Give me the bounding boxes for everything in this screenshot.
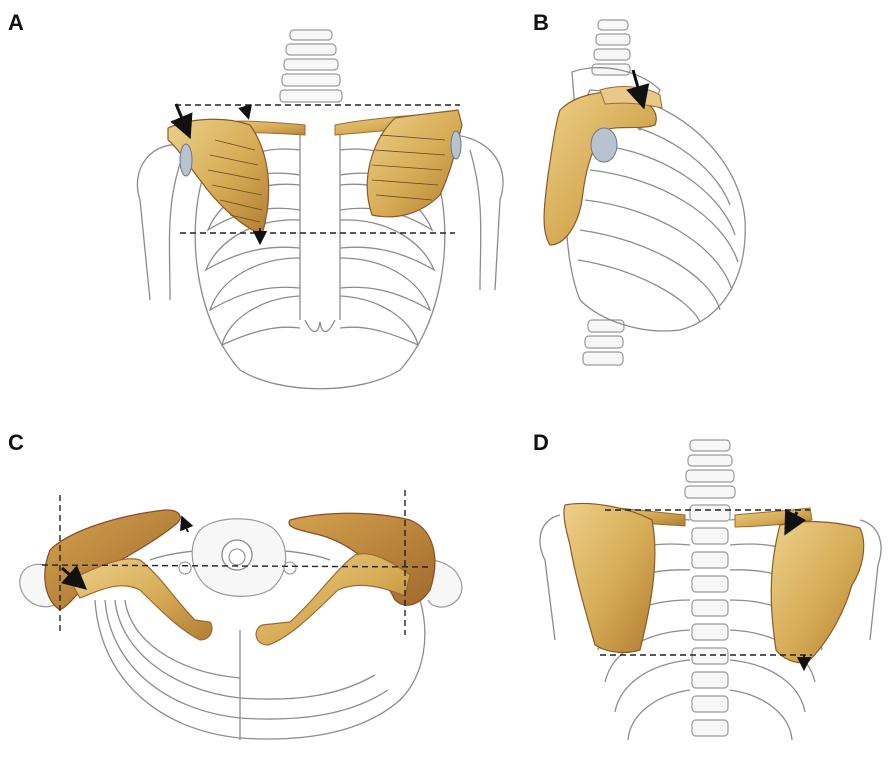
left-humerus-a: [137, 144, 185, 300]
left-humerus-d: [540, 515, 560, 640]
spine-b: [583, 20, 630, 365]
spine-d: [685, 440, 735, 736]
right-humerus-a: [455, 135, 503, 290]
left-glenoid-a: [180, 144, 192, 176]
panel-label-a: A: [8, 10, 24, 36]
cervical-spine-a: [280, 30, 342, 102]
left-scapula-a: [168, 119, 269, 235]
arrow-small-a: [245, 106, 247, 113]
left-scapula-d: [564, 503, 655, 652]
right-scapula-d: [771, 522, 863, 663]
panel-a: [137, 30, 503, 389]
glenoid-b: [591, 128, 617, 162]
panel-label-d: D: [533, 430, 549, 456]
right-glenoid-a: [451, 131, 461, 159]
vertebra-c: [179, 519, 296, 597]
panel-label-b: B: [533, 10, 549, 36]
panel-b: [544, 20, 745, 365]
panel-label-c: C: [8, 430, 24, 456]
arrow-small-c: [184, 522, 188, 532]
scapula-b: [544, 92, 656, 245]
panel-d: [540, 440, 881, 740]
panel-c: [20, 490, 462, 740]
